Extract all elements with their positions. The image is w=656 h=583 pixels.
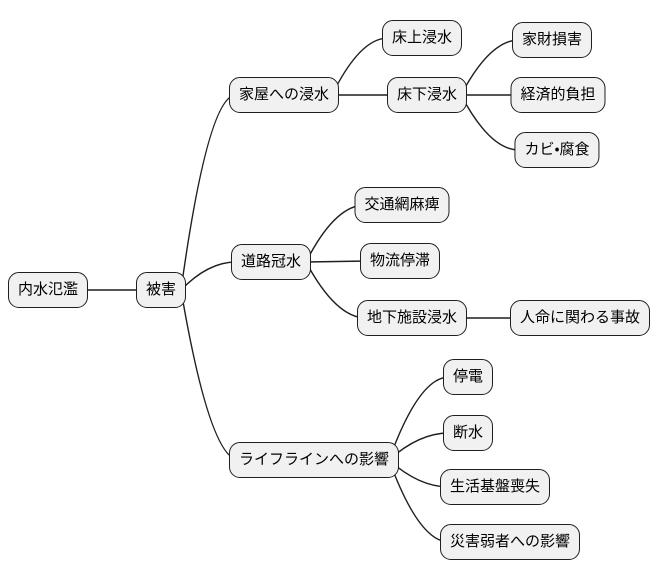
node-inland-flooding: 内水氾濫 (7, 272, 89, 308)
node-power-outage: 停電 (442, 359, 494, 395)
node-livelihood-loss: 生活基盤喪失 (439, 469, 551, 505)
node-traffic-paralysis: 交通網麻痺 (354, 187, 450, 223)
node-logistics-delay: 物流停滞 (359, 243, 441, 279)
edge-house-to-above-floor (331, 37, 389, 96)
node-fatal-accident: 人命に関わる事故 (509, 300, 651, 336)
node-water-outage: 断水 (442, 415, 494, 451)
node-road-flooding: 道路冠水 (230, 244, 312, 280)
node-mold-corrosion: カビ・腐食 (514, 132, 600, 168)
edge-lifeline-to-power-outage (388, 376, 450, 461)
edge-hub-to-road-flooding (180, 261, 237, 291)
node-above-floor-flooding: 床上浸水 (381, 20, 463, 56)
node-damage-hub: 被害 (135, 272, 187, 308)
node-house-flooding: 家屋への浸水 (228, 77, 340, 113)
node-economic-burden: 経済的負担 (510, 77, 606, 113)
node-below-floor-flooding: 床下浸水 (386, 77, 468, 113)
edge-road-to-logistics-delay (305, 260, 369, 263)
node-underground-flooding: 地下施設浸水 (356, 300, 468, 336)
node-property-damage: 家財損害 (511, 22, 593, 58)
edge-below-to-mold-corrosion (460, 94, 520, 151)
node-vulnerable-impact: 災害弱者への影響 (439, 524, 581, 560)
edge-hub-to-house-flooding (180, 94, 237, 291)
node-lifeline-impact: ライフラインへの影響 (228, 442, 400, 478)
edge-hub-to-lifeline-impact (180, 289, 240, 461)
